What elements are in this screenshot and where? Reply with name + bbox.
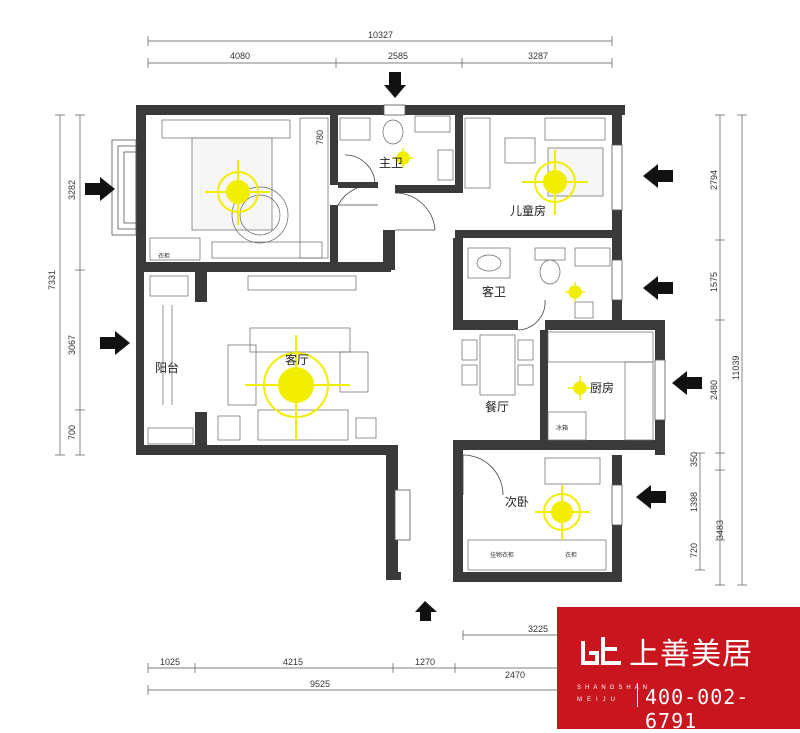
dim-left-seg-1: 3282 [67, 180, 77, 200]
light-kids-room [522, 150, 588, 215]
brand-phone: 400-002-6791 [645, 685, 750, 733]
dim-wardrobe-depth: 780 [315, 130, 325, 145]
top-dimensions [147, 36, 613, 68]
arrow-entrance-icon [415, 601, 437, 621]
brand-pinyin-1: SHANGSHAN [577, 685, 652, 691]
brand-logo: 上善美居 SHANGSHAN MEIJU 400-002-6791 [557, 607, 800, 733]
light-master-bedroom [205, 160, 270, 225]
room-label-second-bedroom: 次卧 [505, 495, 529, 509]
light-guest-bath [565, 282, 585, 302]
dim-right-seg-1: 2794 [709, 170, 719, 190]
dim-top-seg-2: 2585 [388, 51, 408, 61]
room-label-dining: 餐厅 [485, 399, 509, 414]
brand-name: 上善美居 [629, 637, 753, 672]
dim-right-total: 11039 [731, 356, 741, 380]
bottom-dimensions [147, 630, 620, 695]
dim-right-seg-5: 1398 [689, 492, 699, 512]
guest-bath-fixtures [467, 247, 611, 319]
room-label-living-room: 客厅 [285, 352, 309, 367]
dim-bottom-total: 9525 [310, 679, 330, 689]
left-dimensions [55, 114, 85, 456]
dim-bottom-seg-3: 1270 [415, 657, 435, 667]
dim-bottom-seg-2: 4215 [283, 657, 303, 667]
ceiling-lights [205, 148, 592, 540]
dim-left-total: 7331 [47, 270, 57, 290]
room-label-balcony: 阳台 [155, 360, 179, 375]
dim-right-seg-3: 2480 [709, 380, 719, 400]
walls [136, 105, 665, 582]
second-bed-cabinet-left: 挂物衣柜 [490, 551, 514, 559]
arrows [85, 72, 702, 621]
brand-mark-icon [581, 637, 621, 665]
light-master-bath [393, 148, 413, 168]
dim-right-seg-4: 350 [689, 452, 699, 467]
windows-right [383, 104, 666, 541]
master-bath-fixtures [339, 115, 454, 181]
dim-left-seg-2: 3067 [67, 335, 77, 355]
arrow-left-balcony-icon [100, 331, 130, 355]
dim-bottom-right: 3225 [528, 624, 548, 634]
fridge-label: 冰箱 [556, 424, 568, 432]
light-living-room [245, 335, 350, 440]
kitchen-furniture [547, 331, 654, 441]
bedroom-cabinet-label: 衣柜 [158, 252, 170, 260]
room-label-master-bath: 主卫 [379, 156, 403, 170]
bay-window [111, 139, 137, 236]
arrow-left-bedroom-icon [85, 177, 115, 201]
dim-bottom-seg-1: 1025 [160, 657, 180, 667]
arrow-top-icon [384, 72, 406, 98]
dim-top-total: 10327 [368, 30, 393, 40]
dim-bottom-seg-4: 2470 [505, 670, 525, 680]
dim-right-seg-2: 1575 [709, 272, 719, 292]
dining-furniture [461, 334, 534, 396]
living-room-furniture [217, 275, 377, 441]
room-label-kitchen: 厨房 [590, 380, 614, 395]
light-second-bedroom [535, 485, 590, 540]
brand-pinyin-2: MEIJU [577, 697, 620, 703]
doors [337, 154, 546, 496]
dim-right-seg-6: 720 [689, 543, 699, 558]
right-dimensions [695, 114, 747, 586]
dim-left-seg-3: 700 [67, 425, 77, 440]
balcony-furniture [147, 275, 194, 445]
arrow-right-bedroom-icon [636, 485, 666, 509]
dim-top-seg-1: 4080 [230, 51, 250, 61]
arrow-right-kids-icon [643, 164, 673, 188]
dim-right-inner: 3483 [715, 520, 725, 540]
arrow-right-kitchen-icon [672, 371, 702, 395]
brand-divider [637, 683, 638, 707]
room-label-kids-room: 儿童房 [510, 203, 546, 218]
dim-top-seg-3: 3287 [528, 51, 548, 61]
light-kitchen [568, 376, 592, 400]
second-bedroom-furniture [467, 457, 607, 571]
second-bed-cabinet-right: 衣柜 [565, 551, 577, 559]
arrow-right-bath-icon [643, 276, 673, 300]
room-label-guest-bath: 客卫 [482, 284, 506, 299]
